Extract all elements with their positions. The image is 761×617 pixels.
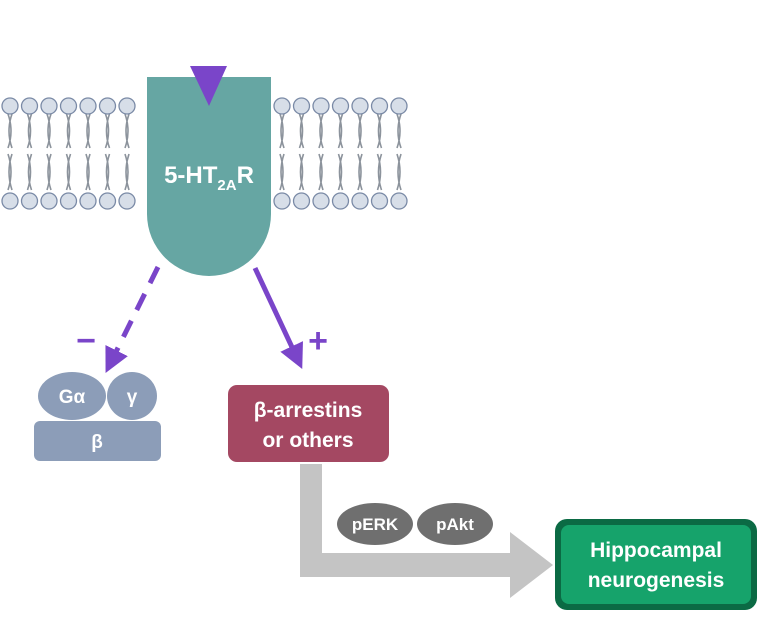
lipid-tail: [298, 113, 305, 149]
lipid-head: [98, 192, 117, 210]
lipid-heads-left: [1, 97, 136, 210]
lipid-tail: [26, 153, 33, 191]
lipid-head: [312, 97, 330, 115]
lipid-tail: [318, 113, 324, 149]
lipid-head: [370, 97, 389, 115]
lipid-head: [351, 192, 369, 210]
lipid-head: [98, 97, 117, 115]
lipid-head: [273, 97, 291, 115]
lipid-tail: [85, 153, 91, 191]
g-gamma-label: γ: [127, 387, 138, 408]
g-alpha-subunit: [38, 372, 106, 420]
lipid-tail: [104, 153, 111, 191]
lipid-head: [370, 192, 389, 210]
lipid-tail: [396, 153, 402, 191]
lipid-head: [118, 97, 136, 115]
lipid-tail: [357, 113, 363, 149]
outcome-label-line1: Hippocampal: [590, 539, 722, 562]
lipid-head: [331, 192, 350, 210]
lipid-tail: [376, 113, 383, 149]
g-beta-label: β: [91, 432, 103, 453]
lipid-tail: [376, 153, 383, 191]
lipid-head: [118, 192, 136, 210]
lipid-head: [40, 97, 58, 115]
lipid-tail: [396, 113, 402, 149]
lipid-tail: [279, 153, 285, 191]
g-protein-complex: Gα γ β: [34, 372, 161, 461]
lipid-tail: [104, 113, 111, 149]
lipid-tail: [7, 113, 13, 149]
lipid-head: [292, 97, 311, 115]
lipid-head: [20, 97, 39, 115]
lipid-head: [390, 97, 408, 115]
g-protein-pathway-arrow: [105, 265, 161, 373]
kinase-perk-label: pERK: [352, 515, 399, 534]
lipid-tail: [65, 113, 72, 149]
lipid-tails-left: [7, 113, 130, 191]
lipid-tail: [85, 113, 91, 149]
lipid-tail: [124, 113, 130, 149]
lipid-tail: [7, 153, 13, 191]
lipid-tail: [46, 153, 52, 191]
kinase-pakt-label: pAkt: [436, 515, 474, 534]
effector-box: β-arrestins or others: [228, 385, 389, 462]
kinase-pakt: pAkt: [417, 503, 493, 545]
receptor-5ht2a: 5-HT2AR: [147, 66, 271, 276]
receptor-body: [147, 77, 271, 276]
lipid-tail: [337, 113, 344, 149]
outcome-box: Hippocampal neurogenesis: [555, 519, 757, 610]
g-beta-subunit: [34, 421, 161, 461]
plus-sign: +: [308, 322, 328, 360]
lipid-heads-right: [273, 97, 408, 210]
lipid-tail: [318, 153, 324, 191]
lipid-head: [1, 192, 19, 210]
g-alpha-label: Gα: [59, 387, 86, 408]
effector-label-line2: or others: [262, 429, 353, 452]
g-gamma-subunit: [107, 372, 157, 420]
lipid-head: [79, 192, 97, 210]
ligand-triangle-icon: [190, 66, 227, 106]
lipid-head: [59, 192, 78, 210]
lipid-head: [312, 192, 330, 210]
lipid-head: [351, 97, 369, 115]
lipid-head: [1, 97, 19, 115]
lipid-tail: [279, 113, 285, 149]
lipid-head: [390, 192, 408, 210]
lipid-tail: [298, 153, 305, 191]
outcome-label-line2: neurogenesis: [588, 569, 725, 592]
lipid-head: [292, 192, 311, 210]
lipid-head: [40, 192, 58, 210]
arrestin-pathway-arrow: [252, 266, 303, 370]
lipid-head: [59, 97, 78, 115]
kinase-perk: pERK: [337, 503, 413, 545]
lipid-tail: [26, 113, 33, 149]
lipid-tail: [337, 153, 344, 191]
lipid-head: [20, 192, 39, 210]
cell-membrane: [1, 97, 408, 210]
minus-sign: −: [76, 322, 96, 360]
downstream-arrow: [300, 464, 553, 598]
lipid-tails-right: [279, 113, 402, 191]
lipid-head: [273, 192, 291, 210]
receptor-label: 5-HT2AR: [164, 162, 254, 194]
lipid-tail: [124, 153, 130, 191]
lipid-tail: [65, 153, 72, 191]
lipid-tail: [46, 113, 52, 149]
lipid-head: [79, 97, 97, 115]
lipid-head: [331, 97, 350, 115]
lipid-tail: [357, 153, 363, 191]
effector-label-line1: β-arrestins: [254, 399, 363, 422]
